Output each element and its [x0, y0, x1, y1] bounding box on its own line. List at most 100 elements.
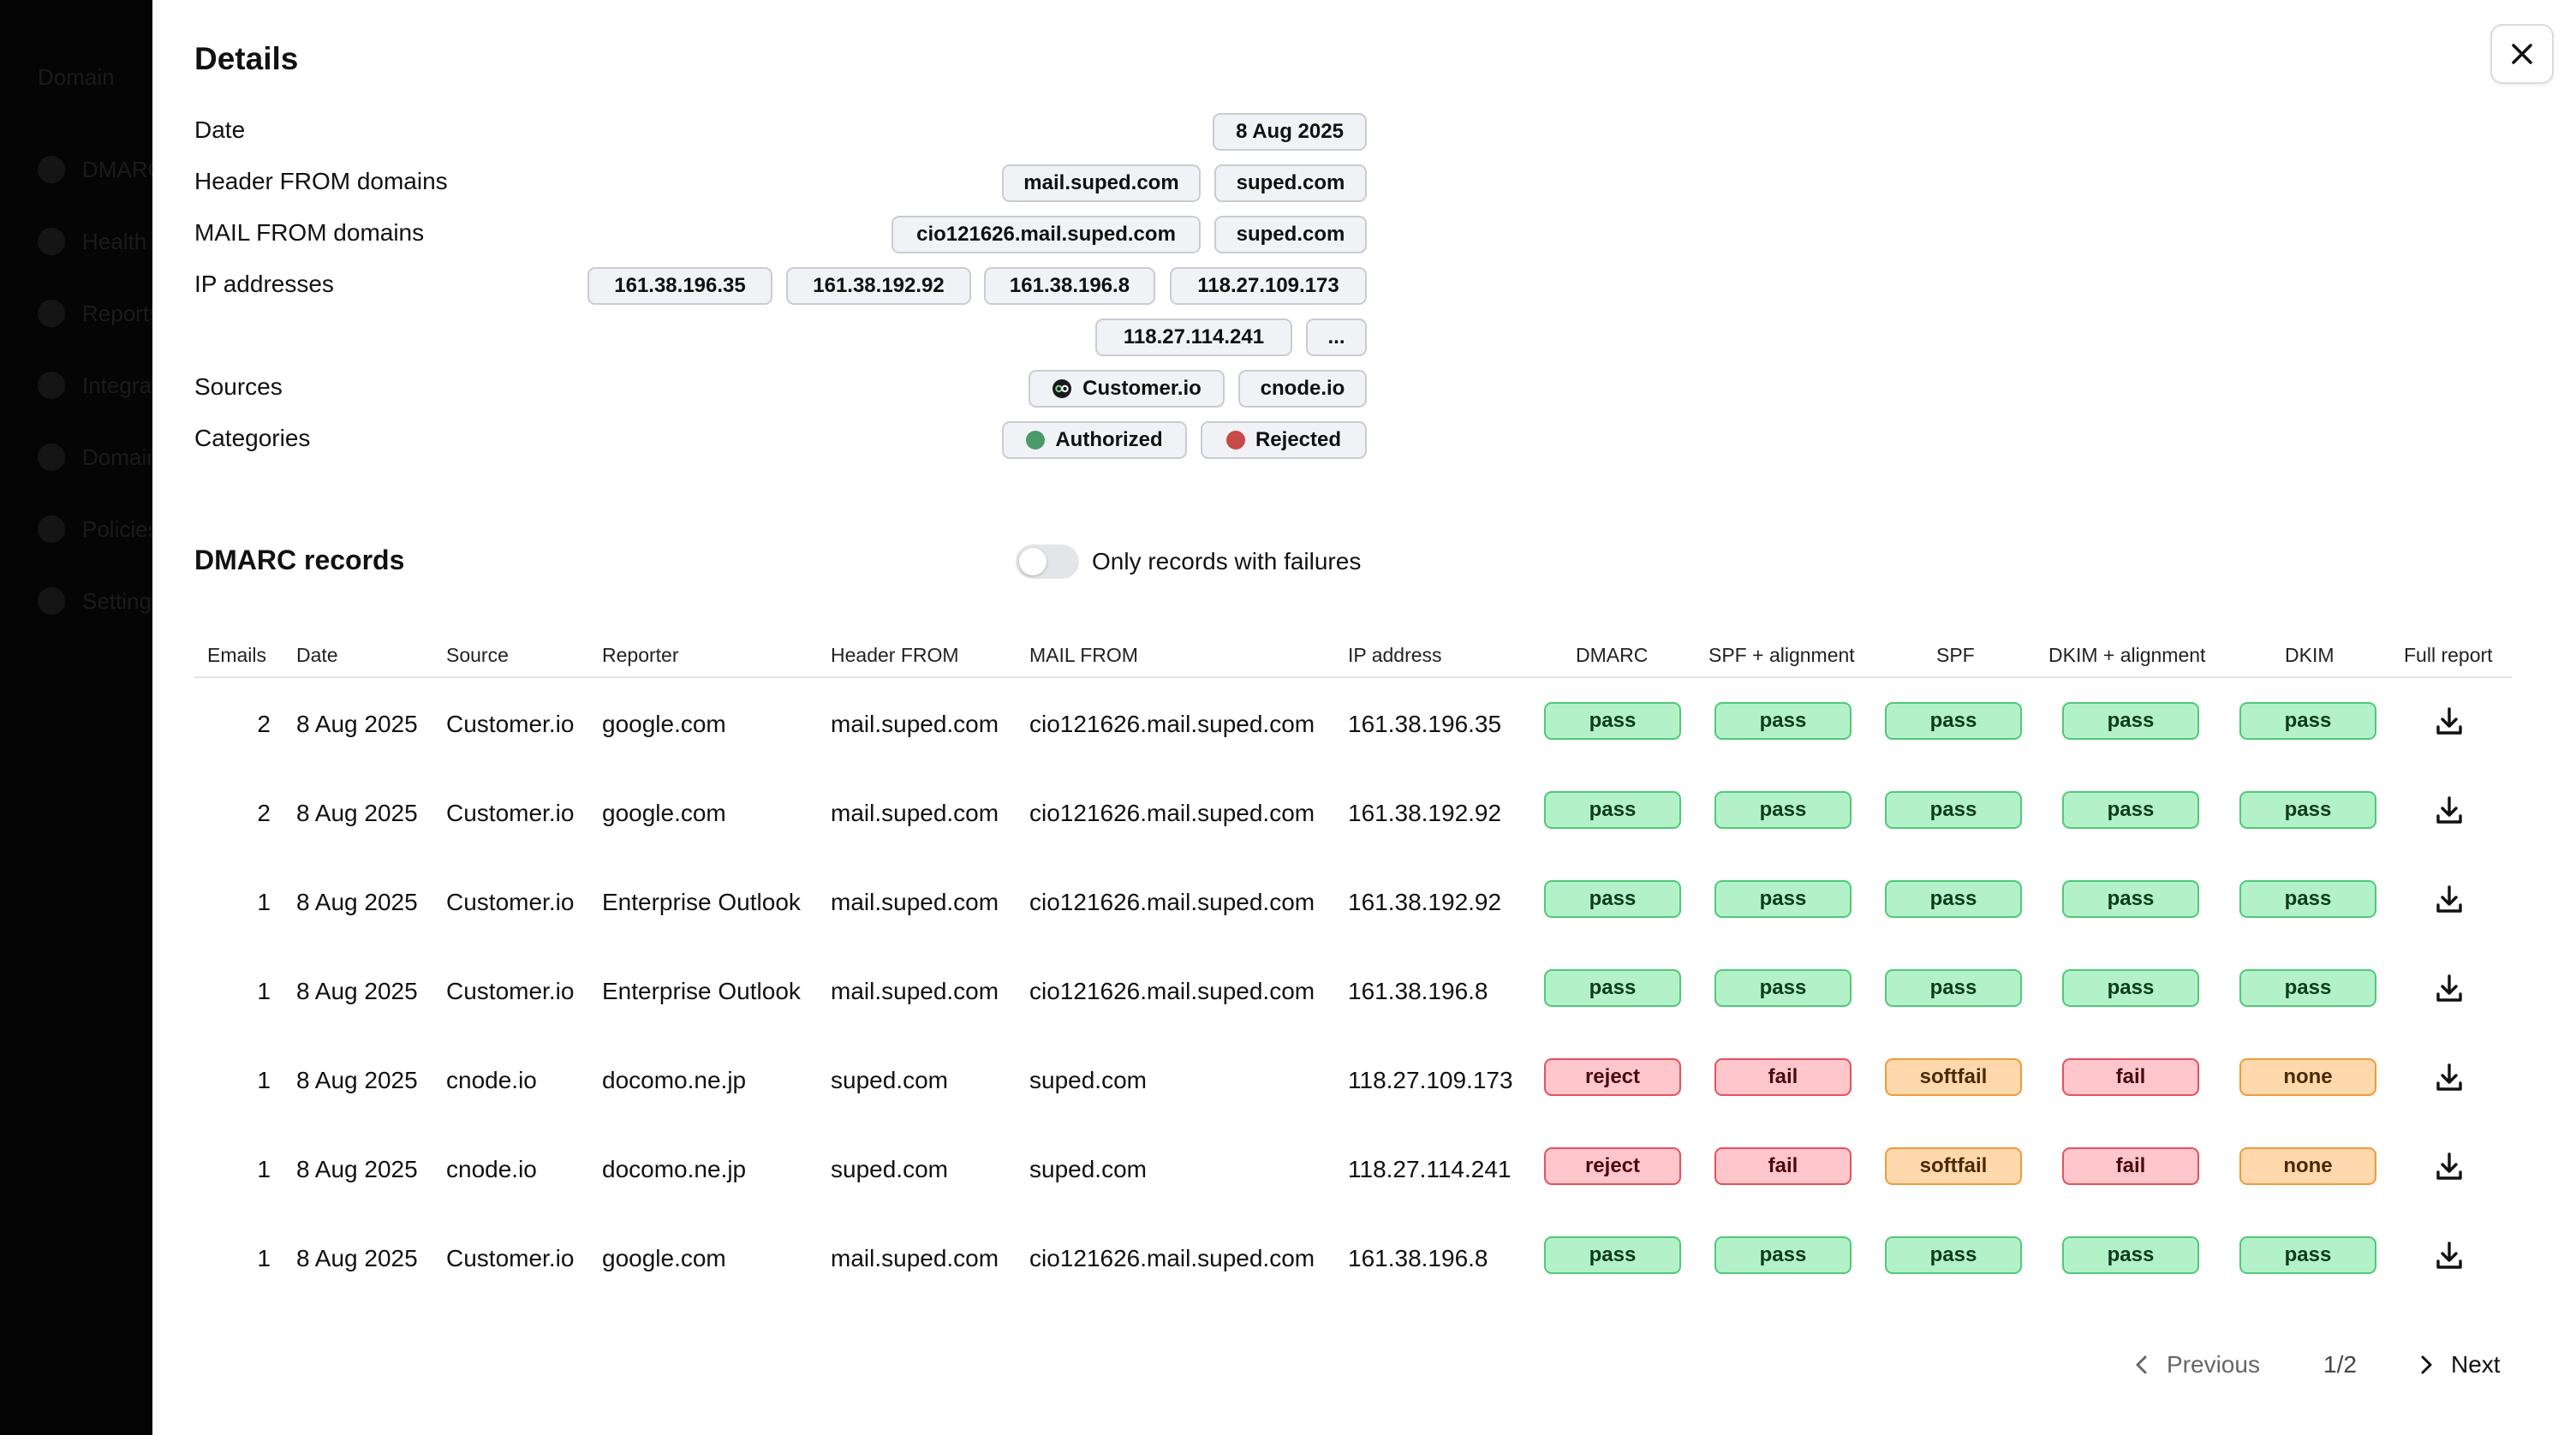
reporter-cell: Enterprise Outlook [602, 889, 801, 915]
failures-only-toggle[interactable] [1016, 545, 1079, 579]
date-cell: 8 Aug 2025 [296, 1156, 418, 1182]
spf-alignment-status-badge: pass [1714, 702, 1852, 740]
dmarc-status-badge: pass [1544, 791, 1681, 829]
integrations-icon [38, 372, 65, 399]
column-header-ip-address[interactable]: IP address [1348, 644, 1442, 666]
toggle-knob [1019, 548, 1046, 575]
date-cell: 8 Aug 2025 [296, 711, 418, 737]
source-cell: Customer.io [446, 889, 575, 915]
ip-chip[interactable]: 118.27.114.241 [1095, 319, 1292, 356]
reporter-cell: google.com [602, 800, 726, 826]
next-label: Next [2451, 1351, 2501, 1378]
column-header-dkim[interactable]: DKIM [2285, 644, 2334, 666]
spf-status-badge: softfail [1885, 1147, 2022, 1185]
dmarc-status-badge: reject [1544, 1058, 1681, 1096]
mail-from-chip[interactable]: suped.com [1214, 216, 1367, 253]
spf-status-badge: pass [1885, 1236, 2022, 1274]
spf-alignment-status-badge: pass [1714, 791, 1852, 829]
download-report-icon[interactable] [2432, 1060, 2466, 1094]
dmarc-status-badge: reject [1544, 1147, 1681, 1185]
background-nav-label: Settings [82, 587, 152, 614]
column-header-dkim-alignment[interactable]: DKIM + alignment [2048, 644, 2206, 666]
category-chip-rejected[interactable]: Rejected [1201, 421, 1367, 459]
download-report-icon[interactable] [2432, 793, 2466, 827]
column-header-spf-alignment[interactable]: SPF + alignment [1708, 644, 1855, 666]
download-report-icon[interactable] [2432, 882, 2466, 916]
domains-icon [38, 444, 65, 471]
reporter-cell: google.com [602, 711, 726, 737]
ip-cell: 161.38.196.35 [1348, 711, 1502, 737]
download-report-icon[interactable] [2432, 1149, 2466, 1183]
column-header-emails[interactable]: Emails [207, 644, 267, 666]
spf-status-badge: pass [1885, 791, 2022, 829]
chevron-right-icon [2421, 1355, 2432, 1374]
header-from-cell: suped.com [831, 1156, 948, 1182]
source-cell: Customer.io [446, 978, 575, 1004]
column-header-mail-from[interactable]: MAIL FROM [1029, 644, 1138, 666]
column-header-date[interactable]: Date [296, 644, 338, 666]
table-header-divider [194, 676, 2512, 678]
emails-cell: 1 [257, 889, 271, 915]
source-chip[interactable]: Customer.io [1029, 370, 1225, 408]
sources-label: Sources [194, 373, 283, 400]
dkim-status-badge: pass [2239, 702, 2376, 740]
emails-cell: 2 [257, 711, 271, 737]
ip-chip[interactable]: 161.38.192.92 [786, 267, 971, 305]
column-header-reporter[interactable]: Reporter [602, 644, 679, 666]
category-chip-label: Authorized [1055, 428, 1163, 451]
ip-cell: 161.38.192.92 [1348, 889, 1502, 915]
dkim-alignment-status-badge: pass [2062, 791, 2199, 829]
column-header-header-from[interactable]: Header FROM [831, 644, 959, 666]
previous-page-button[interactable]: Previous [2132, 1351, 2260, 1378]
dkim-alignment-status-badge: pass [2062, 1236, 2199, 1274]
mail-from-cell: suped.com [1029, 1067, 1147, 1093]
download-report-icon[interactable] [2432, 1238, 2466, 1272]
download-report-icon[interactable] [2432, 704, 2466, 738]
header-from-cell: mail.suped.com [831, 889, 999, 915]
dkim-alignment-status-badge: pass [2062, 880, 2199, 918]
download-report-icon[interactable] [2432, 971, 2466, 1005]
dkim-alignment-status-badge: pass [2062, 969, 2199, 1007]
background-sidebar: Domain DMARC Health Reports Integrations… [0, 0, 152, 1435]
spf-status-badge: pass [1885, 969, 2022, 1007]
reporter-cell: google.com [602, 1245, 726, 1271]
mail-from-cell: cio121626.mail.suped.com [1029, 800, 1315, 826]
header-from-cell: mail.suped.com [831, 800, 999, 826]
categories-label: Categories [194, 425, 311, 451]
dmarc-records-title: DMARC records [194, 545, 405, 575]
background-nav-label: DMARC [82, 156, 152, 182]
column-header-dmarc[interactable]: DMARC [1576, 644, 1649, 666]
close-button[interactable] [2490, 24, 2554, 84]
dkim-status-badge: pass [2239, 1236, 2376, 1274]
rejected-dot-icon [1225, 431, 1245, 450]
category-chip-authorized[interactable]: Authorized [1002, 421, 1187, 459]
header-from-chip[interactable]: suped.com [1214, 164, 1367, 202]
source-chip[interactable]: cnode.io [1238, 370, 1367, 408]
column-header-spf[interactable]: SPF [1936, 644, 1975, 666]
settings-icon [38, 587, 65, 615]
column-header-source[interactable]: Source [446, 644, 509, 666]
previous-label: Previous [2167, 1351, 2260, 1378]
ip-chip[interactable]: 161.38.196.35 [587, 267, 772, 305]
date-chip: 8 Aug 2025 [1213, 113, 1367, 151]
ip-cell: 118.27.109.173 [1348, 1067, 1513, 1093]
date-label: Date [194, 116, 246, 143]
header-from-chip[interactable]: mail.suped.com [1002, 164, 1201, 202]
emails-cell: 1 [257, 1245, 271, 1271]
more-ips-chip[interactable]: ... [1306, 319, 1367, 356]
emails-cell: 1 [257, 1067, 271, 1093]
reporter-cell: Enterprise Outlook [602, 978, 801, 1004]
next-page-button[interactable]: Next [2417, 1351, 2501, 1378]
mail-from-chip[interactable]: cio121626.mail.suped.com [891, 216, 1201, 253]
reports-icon [38, 300, 65, 327]
category-chip-label: Rejected [1255, 428, 1342, 451]
emails-cell: 1 [257, 978, 271, 1004]
health-icon [38, 228, 65, 255]
ip-chip[interactable]: 118.27.109.173 [1170, 267, 1367, 305]
header-from-cell: suped.com [831, 1067, 948, 1093]
spf-status-badge: pass [1885, 702, 2022, 740]
ip-chip[interactable]: 161.38.196.8 [984, 267, 1155, 305]
dmarc-status-badge: pass [1544, 969, 1681, 1007]
mail-from-cell: cio121626.mail.suped.com [1029, 889, 1315, 915]
header-from-cell: mail.suped.com [831, 1245, 999, 1271]
